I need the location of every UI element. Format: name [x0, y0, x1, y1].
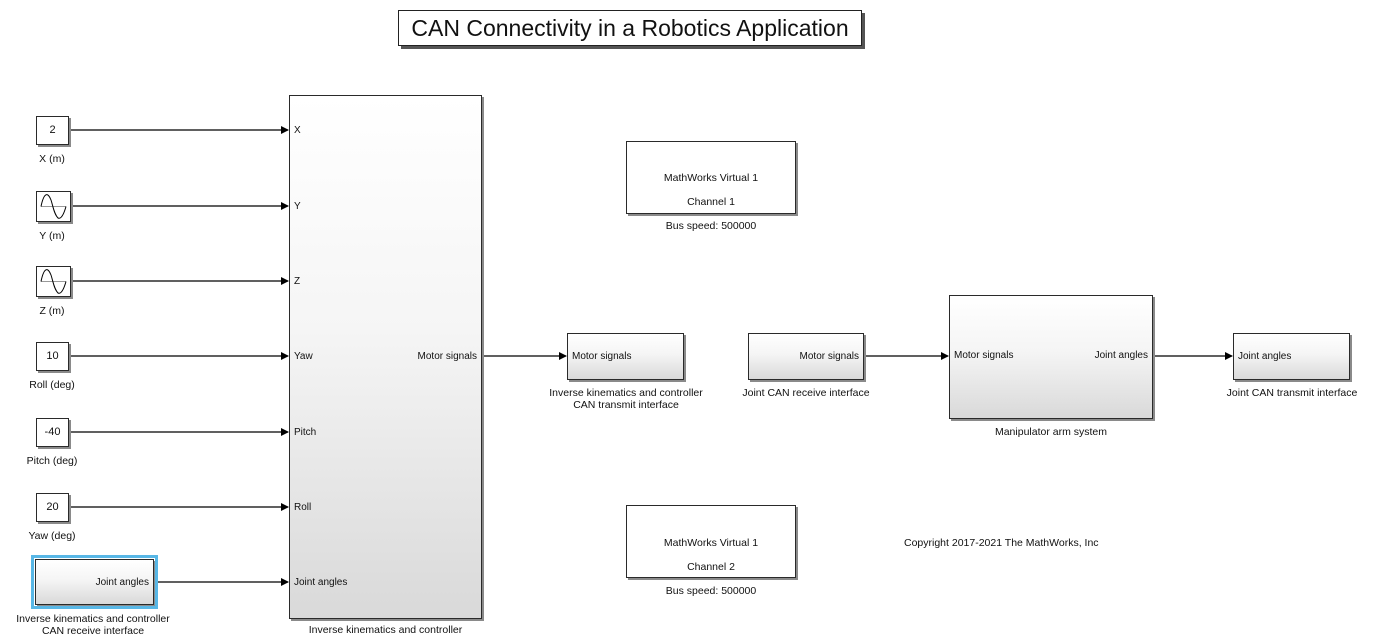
motor-signals-input-port: Motor signals — [954, 350, 1014, 361]
ik-can-transmit-caption-line1: Inverse kinematics and controller — [549, 387, 703, 399]
joint-can-transmit-block[interactable]: Joint angles — [1233, 333, 1350, 380]
x-input-port: X — [294, 125, 301, 136]
roll-input-port: Roll — [294, 502, 312, 513]
ik-can-receive-caption-line1: Inverse kinematics and controller — [16, 613, 170, 625]
pitch-caption: Pitch (deg) — [26, 455, 78, 467]
joint-angles-input-port: Joint angles — [1238, 351, 1292, 362]
joint-angles-output-port: Joint angles — [95, 577, 149, 588]
can-channel-1-config[interactable]: MathWorks Virtual 1 Channel 1 Bus speed:… — [626, 141, 796, 232]
ik-can-transmit-block[interactable]: Motor signals — [567, 333, 684, 380]
can-channel-2-config[interactable]: MathWorks Virtual 1 Channel 2 Bus speed:… — [626, 505, 796, 597]
x-constant-block[interactable]: 2 — [36, 116, 69, 145]
z-sine-wave-block[interactable] — [36, 266, 71, 297]
motor-signals-input-port: Motor signals — [572, 351, 632, 362]
manipulator-arm-caption: Manipulator arm system — [994, 426, 1108, 438]
joint-angles-input-port: Joint angles — [294, 577, 348, 588]
channel2-channel: Channel 2 — [687, 561, 735, 573]
z-input-port: Z — [294, 276, 301, 287]
channel1-channel: Channel 1 — [687, 196, 735, 208]
diagram-title: CAN Connectivity in a Robotics Applicati… — [398, 10, 862, 46]
sine-wave-icon — [40, 194, 67, 219]
channel1-device: MathWorks Virtual 1 — [663, 172, 759, 184]
ik-controller-caption: Inverse kinematics and controller — [308, 624, 463, 636]
sine-wave-icon — [40, 269, 67, 294]
channel2-device: MathWorks Virtual 1 — [663, 537, 759, 549]
pitch-constant-block[interactable]: -40 — [36, 418, 69, 447]
ik-can-receive-block[interactable]: Joint angles — [31, 555, 158, 609]
joint-angles-output-port: Joint angles — [1094, 350, 1148, 361]
yaw-constant-block[interactable]: 20 — [36, 493, 69, 522]
ik-can-receive-caption-line2: CAN receive interface — [41, 625, 145, 637]
joint-can-receive-block[interactable]: Motor signals — [748, 333, 864, 380]
channel1-bus-speed: Bus speed: 500000 — [665, 220, 757, 232]
roll-caption: Roll (deg) — [29, 379, 75, 391]
ik-controller-block[interactable]: X Y Z Yaw Pitch Roll Joint angles Motor … — [289, 95, 482, 619]
joint-can-transmit-caption: Joint CAN transmit interface — [1226, 387, 1358, 399]
x-caption: X (m) — [39, 153, 65, 165]
manipulator-arm-block[interactable]: Motor signals Joint angles — [949, 295, 1153, 419]
y-caption: Y (m) — [39, 230, 65, 242]
yaw-input-port: Yaw — [294, 351, 313, 362]
motor-signals-output-port: Motor signals — [799, 351, 859, 362]
joint-can-receive-caption: Joint CAN receive interface — [742, 387, 870, 399]
pitch-input-port: Pitch — [294, 427, 317, 438]
roll-constant-block[interactable]: 10 — [36, 342, 69, 371]
y-sine-wave-block[interactable] — [36, 191, 71, 222]
motor-signals-output-port: Motor signals — [417, 351, 477, 362]
y-input-port: Y — [294, 201, 301, 212]
channel2-bus-speed: Bus speed: 500000 — [665, 585, 757, 597]
z-caption: Z (m) — [39, 305, 65, 317]
ik-can-transmit-caption-line2: CAN transmit interface — [573, 399, 679, 411]
copyright-text: Copyright 2017-2021 The MathWorks, Inc — [904, 537, 1099, 549]
yaw-caption: Yaw (deg) — [28, 530, 76, 542]
